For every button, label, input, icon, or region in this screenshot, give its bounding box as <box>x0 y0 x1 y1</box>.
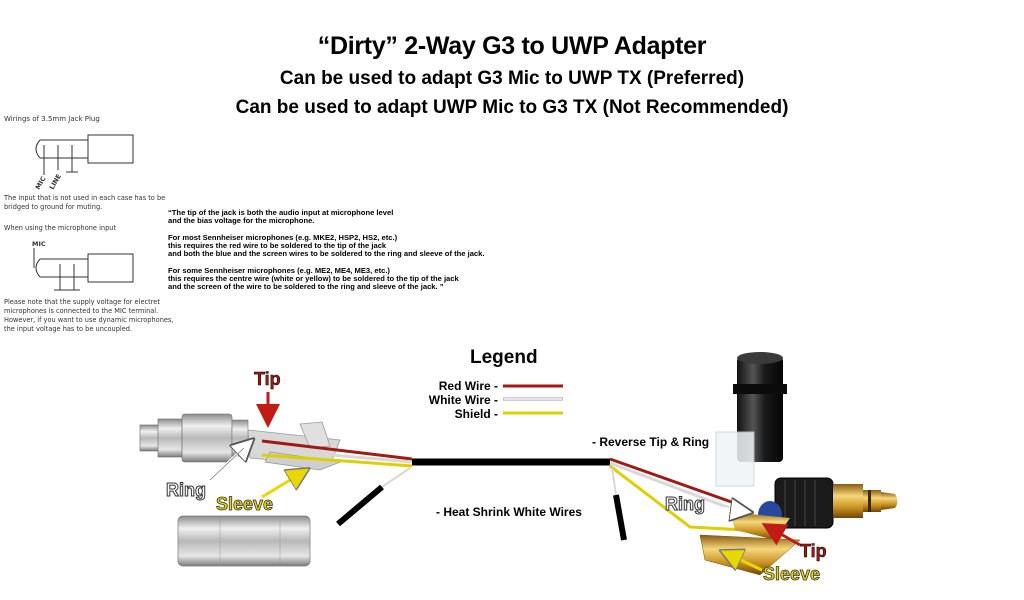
clear-heat-shrink <box>715 431 755 487</box>
wiring-note-line-1: The input that is not used in each case … <box>4 194 166 202</box>
tip-right-arrow <box>761 523 801 547</box>
jack-wiring-schematic-2 <box>33 248 134 291</box>
wiring-note2-line-2: microphones is connected to the MIC term… <box>4 307 159 315</box>
quote-line-6: For some Sennheiser microphones (e.g. ME… <box>168 266 390 275</box>
ring-right-arrow <box>704 506 742 511</box>
quote-line-7: this requires the centre wire (white or … <box>168 274 459 283</box>
line-label: LINE <box>48 173 63 191</box>
ring-left-arrow-outline <box>209 447 245 481</box>
legend-white-wire: White Wire - <box>428 393 498 407</box>
jack-barrel-cover <box>177 515 311 567</box>
legend-shield: Shield - <box>454 407 498 421</box>
ring-right-label: Ring <box>665 494 705 514</box>
quote-line-4: this requires the red wire to be soldere… <box>168 241 387 250</box>
tip-left-label: Tip <box>254 369 281 389</box>
wiring-note2-line-3: However, if you want to use dynamic micr… <box>4 316 174 324</box>
wiring-note2-line-1: Please note that the supply voltage for … <box>4 298 160 306</box>
subtitle-not-recommended: Can be used to adapt UWP Mic to G3 TX (N… <box>235 97 789 118</box>
cable-assembly <box>261 439 746 541</box>
mic-label-2: MIC <box>32 240 46 248</box>
jack-wiring-schematic-1 <box>35 134 134 175</box>
female-jack-connector <box>139 413 342 471</box>
legend-title: Legend <box>470 347 538 368</box>
sleeve-right-arrow <box>730 555 763 572</box>
reverse-tip-ring-label: - Reverse Tip & Ring <box>592 435 710 449</box>
legend-red-wire: Red Wire - <box>438 379 498 393</box>
wiring-heading: Wirings of 3.5mm Jack Plug <box>4 115 100 123</box>
quote-line-2: and the bias voltage for the microphone. <box>168 216 315 225</box>
quote-line-1: “The tip of the jack is both the audio i… <box>168 208 394 217</box>
wiring-note2-line-4: the input voltage has to be uncoupled. <box>4 325 133 333</box>
male-plug-connector <box>699 477 898 576</box>
wiring-heading-2: When using the microphone input <box>4 224 117 232</box>
ring-left-label: Ring <box>166 480 206 500</box>
quote-line-3: For most Sennheiser microphones (e.g. MK… <box>168 233 398 242</box>
quote-line-5: and both the blue and the screen wires t… <box>168 249 485 258</box>
quote-line-8: and the screen of the wire to be soldere… <box>168 282 444 291</box>
wiring-note-line-2: bridged to ground for muting. <box>4 203 103 211</box>
sleeve-left-arrow <box>261 474 300 499</box>
tip-right-label: Tip <box>800 541 827 561</box>
heat-shrink-label: - Heat Shrink White Wires <box>436 505 582 519</box>
page-title: “Dirty” 2-Way G3 to UWP Adapter <box>317 32 707 60</box>
subtitle-preferred: Can be used to adapt G3 Mic to UWP TX (P… <box>279 68 745 89</box>
mic-label: MIC <box>34 175 48 191</box>
sleeve-right-label: Sleeve <box>763 564 820 584</box>
sleeve-left-label: Sleeve <box>216 494 273 514</box>
